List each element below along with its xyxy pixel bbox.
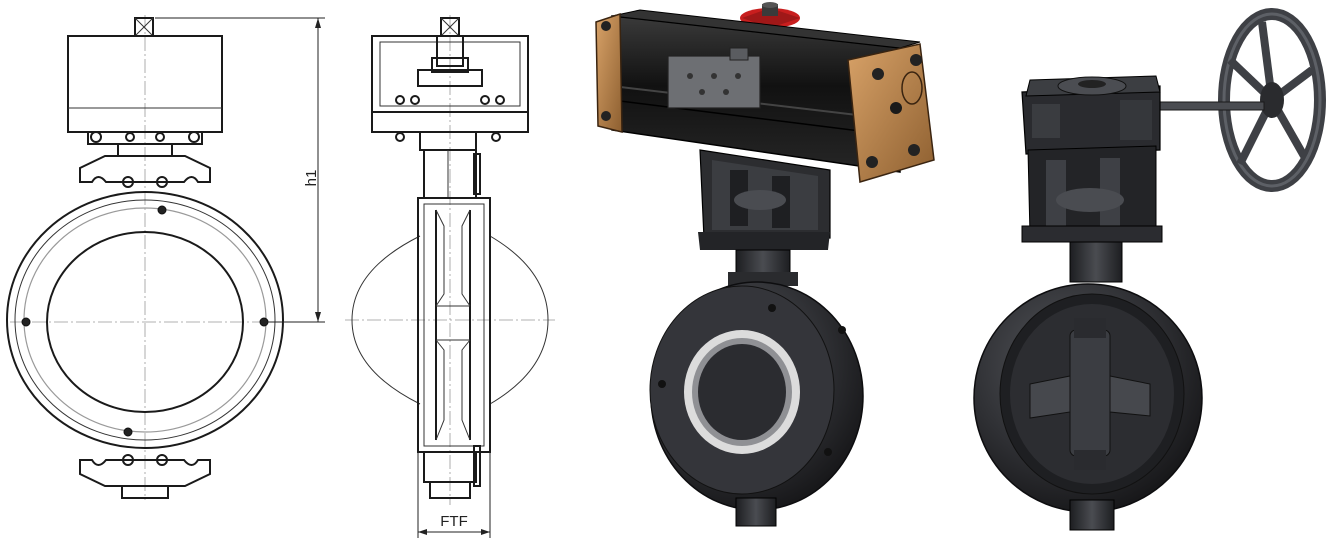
side-view-drawing: [345, 15, 555, 505]
pneumatic-actuated-valve-render: [595, 2, 935, 527]
handwheel: [1218, 8, 1326, 192]
height-dimension-label: h1: [303, 170, 320, 187]
gear-operated-valve-render: [973, 8, 1326, 531]
face-to-face-dimension: FTF: [417, 452, 491, 538]
face-to-face-dimension-label: FTF: [440, 513, 468, 530]
front-view-drawing: [6, 15, 290, 500]
disc: [1029, 318, 1151, 470]
height-dimension: h1: [155, 17, 325, 323]
